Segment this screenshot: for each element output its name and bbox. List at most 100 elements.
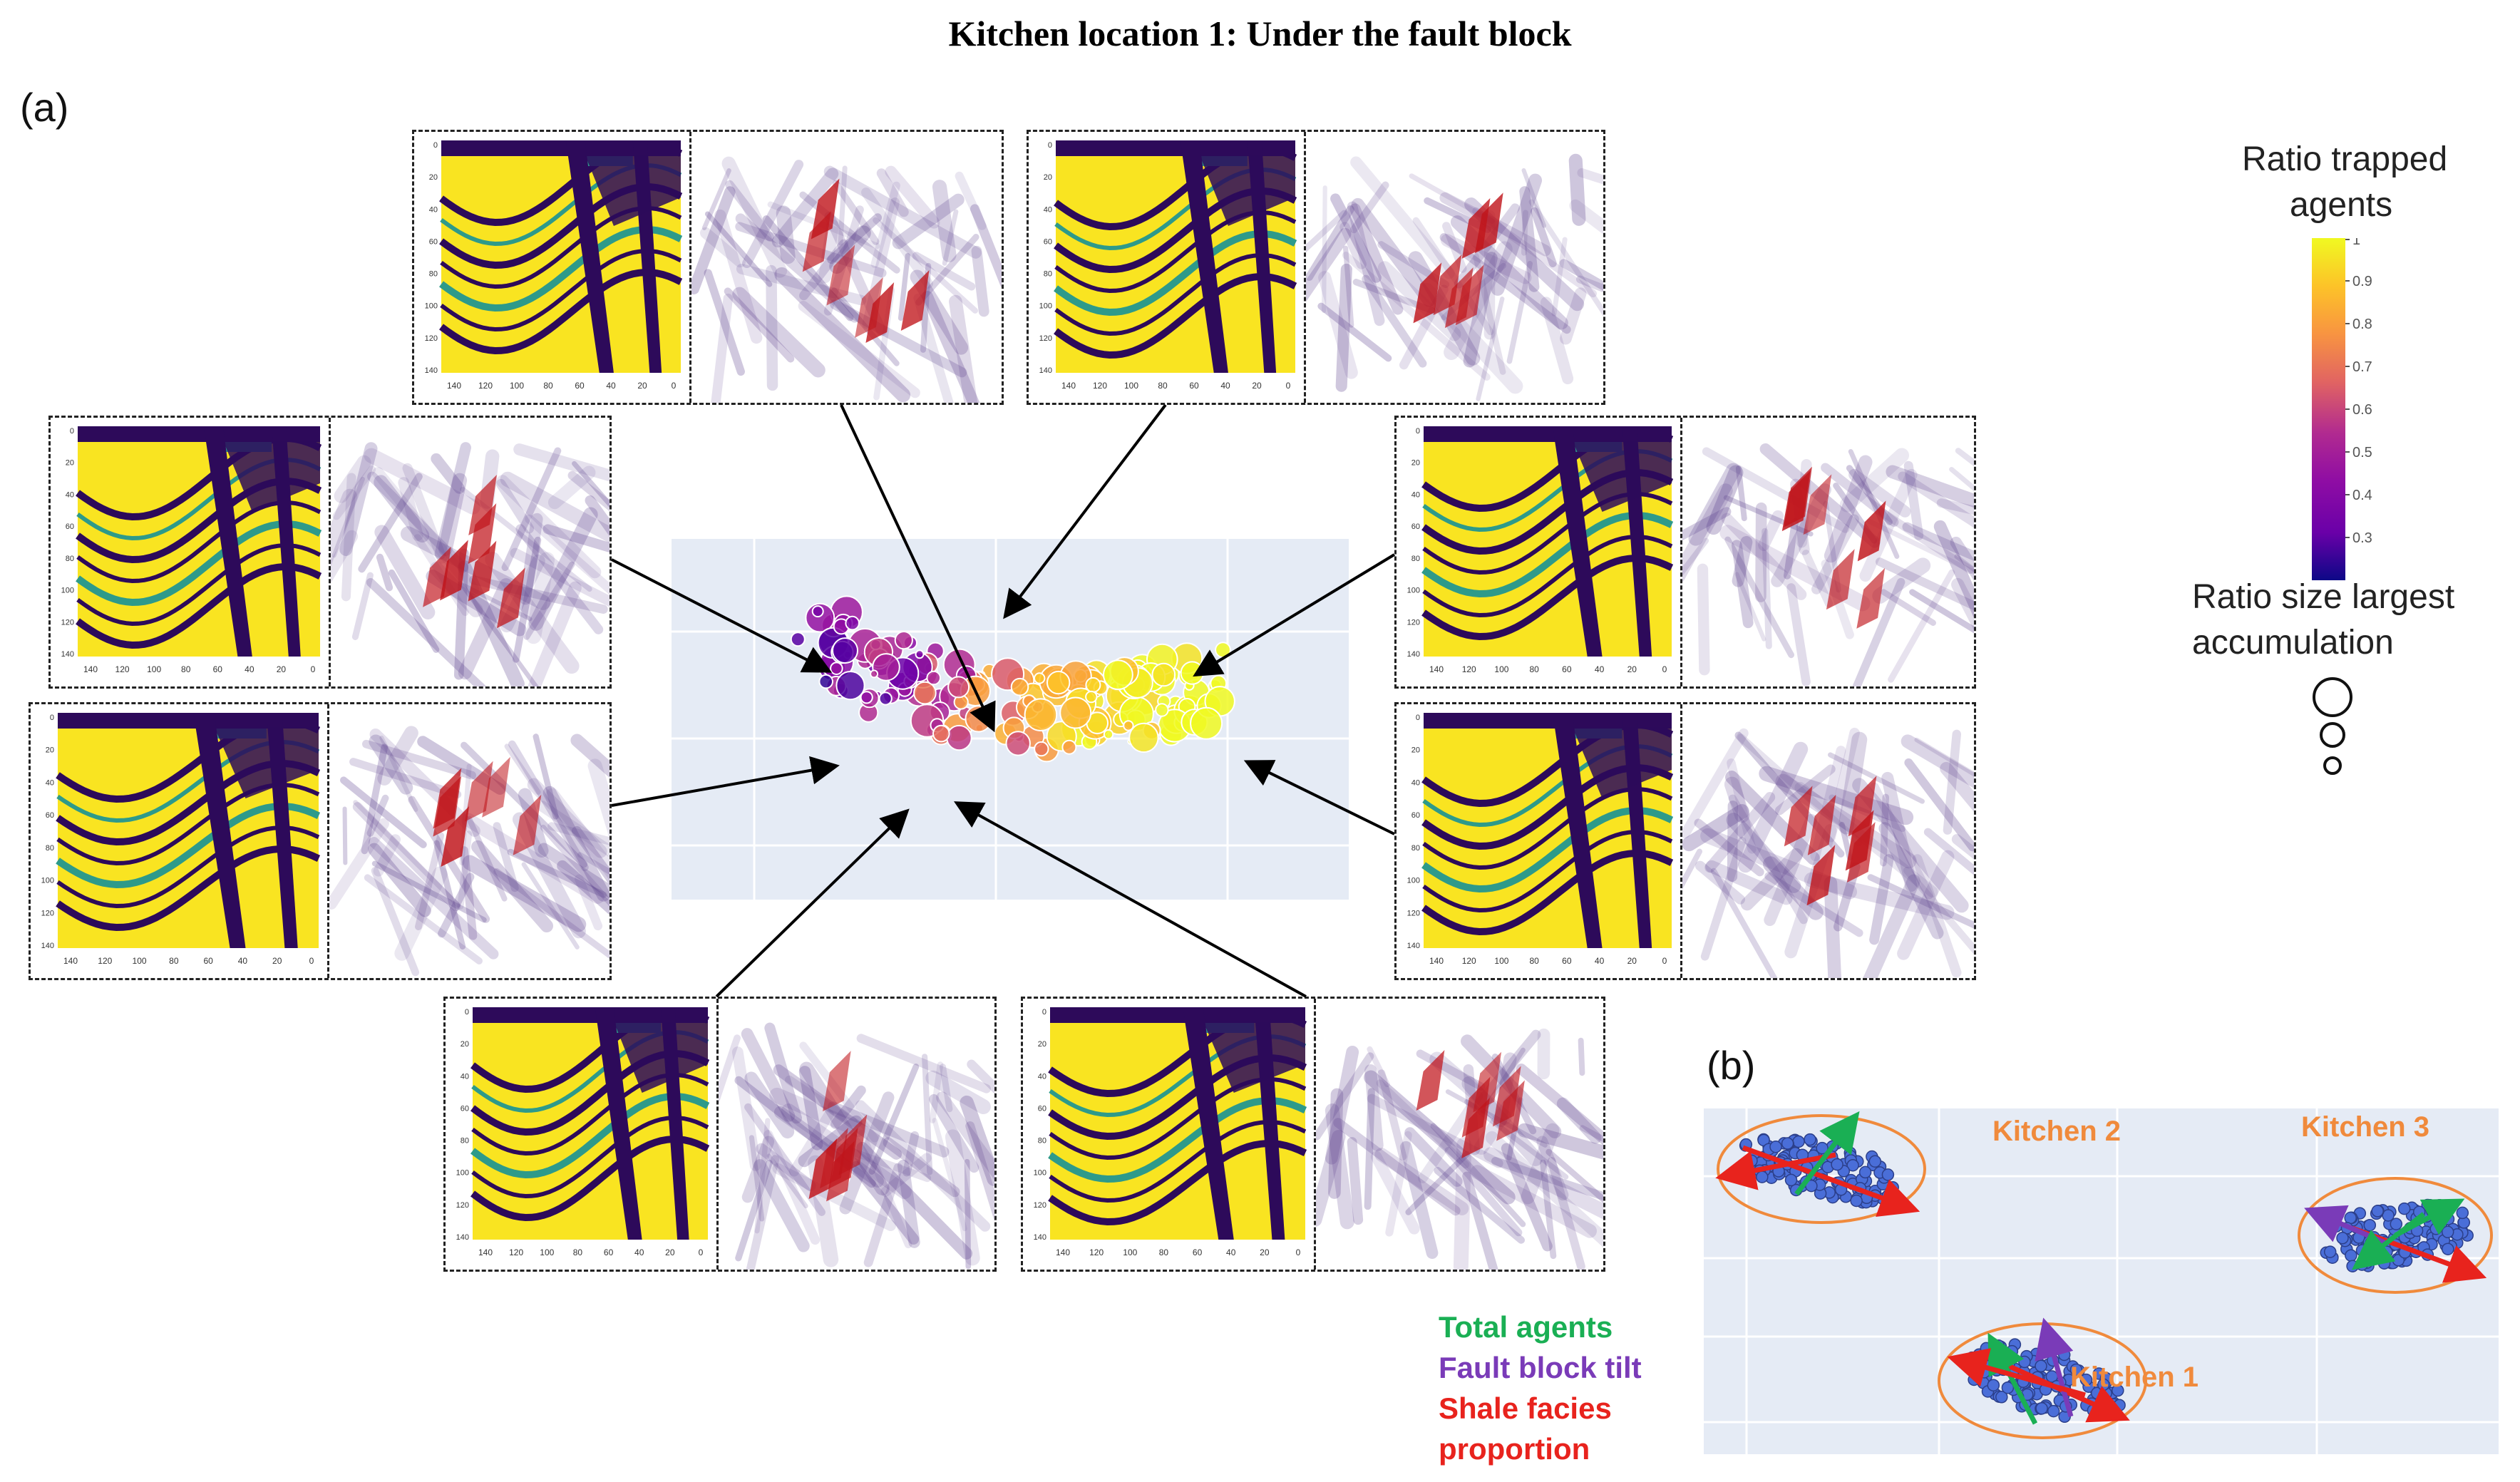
colorbar-tick-label: 0.7 xyxy=(2352,359,2372,375)
colorbar-title-line2: agents xyxy=(2290,186,2393,224)
connector-arrow xyxy=(715,808,910,998)
y-tick-label: 100 xyxy=(41,877,54,885)
y-tick-label: 0 xyxy=(50,714,54,722)
accumulation-render xyxy=(1304,132,1603,403)
kitchen-point xyxy=(2390,1218,2403,1230)
kitchen-point xyxy=(1831,1158,1843,1171)
scatter-point xyxy=(1005,731,1031,756)
x-tick-label: 20 xyxy=(637,381,647,391)
kitchen-point xyxy=(1781,1137,1794,1150)
colorbar-tick-label: 0.8 xyxy=(2352,317,2372,332)
x-tick-label: 120 xyxy=(478,381,493,391)
x-tick-label: 40 xyxy=(634,1247,644,1257)
y-tick-label: 120 xyxy=(456,1201,469,1210)
connector-arrow xyxy=(1193,553,1396,677)
x-tick-label: 120 xyxy=(1093,381,1107,391)
kitchen-3-label: Kitchen 3 xyxy=(2301,1111,2430,1143)
x-tick-label: 100 xyxy=(1123,1247,1137,1257)
kitchen-point xyxy=(1850,1194,1863,1208)
kitchen-point xyxy=(2363,1218,2377,1232)
y-tick-label: 80 xyxy=(1411,555,1420,563)
x-tick-label: 140 xyxy=(1056,1247,1070,1257)
x-tick-label: 40 xyxy=(238,956,248,966)
scatter-point xyxy=(1061,739,1077,755)
x-tick-label: 40 xyxy=(245,664,254,674)
x-tick-label: 80 xyxy=(1529,664,1539,674)
y-tick-label: 60 xyxy=(46,811,54,820)
colorbar-tick-label: 0.3 xyxy=(2352,530,2372,546)
x-tick-label: 0 xyxy=(699,1247,704,1257)
scatter-point xyxy=(1046,670,1071,695)
x-tick-label: 100 xyxy=(510,381,524,391)
x-tick-label: 100 xyxy=(133,956,147,966)
scatter-point xyxy=(1085,690,1098,704)
kitchens-panel: Kitchen 2 Kitchen 3 Kitchen 1 xyxy=(1704,1108,2499,1454)
x-tick-label: 80 xyxy=(1159,1247,1169,1257)
y-tick-label: 120 xyxy=(41,909,54,917)
kitchen-point xyxy=(2441,1225,2454,1239)
y-tick-label: 40 xyxy=(1411,778,1420,787)
kitchen-point xyxy=(2035,1402,2048,1415)
x-tick-label: 140 xyxy=(83,664,98,674)
y-tick-label: 0 xyxy=(465,1008,469,1017)
y-tick-label: 100 xyxy=(61,587,74,595)
size-legend-title-line1: Ratio size largest xyxy=(2192,578,2455,616)
scatter-point xyxy=(872,653,900,681)
x-tick-label: 80 xyxy=(1529,956,1539,966)
colorbar-title-line1: Ratio trapped xyxy=(2242,140,2448,178)
x-tick-label: 80 xyxy=(573,1247,583,1257)
size-legend-medium xyxy=(2320,722,2345,748)
scatter-point xyxy=(932,724,950,743)
panel-a-label: (a) xyxy=(20,85,69,130)
y-tick-label: 120 xyxy=(1407,618,1420,627)
y-tick-label: 80 xyxy=(461,1137,469,1146)
y-tick-label: 100 xyxy=(1407,877,1420,885)
kitchen-point xyxy=(1756,1170,1769,1183)
kitchen-point xyxy=(2336,1232,2349,1245)
kitchen-point xyxy=(2442,1242,2454,1255)
kitchen-point xyxy=(1881,1168,1895,1181)
x-tick-label: 100 xyxy=(1494,664,1508,674)
x-tick-label: 100 xyxy=(1494,956,1508,966)
y-tick-label: 100 xyxy=(456,1169,469,1178)
x-tick-label: 0 xyxy=(311,664,316,674)
kitchen-point xyxy=(1804,1133,1816,1146)
scatter-point xyxy=(845,615,860,631)
x-tick-label: 120 xyxy=(1462,956,1476,966)
kitchen-point xyxy=(1868,1155,1882,1168)
kitchen-point xyxy=(2377,1257,2391,1270)
y-tick-label: 80 xyxy=(1044,270,1052,279)
y-tick-label: 20 xyxy=(461,1040,469,1049)
kitchen-point xyxy=(2456,1206,2469,1220)
x-tick-label: 100 xyxy=(540,1247,554,1257)
x-tick-label: 0 xyxy=(672,381,677,391)
y-tick-label: 60 xyxy=(1044,237,1052,246)
y-tick-label: 60 xyxy=(66,523,74,531)
kitchen-point xyxy=(1784,1173,1798,1187)
y-tick-label: 80 xyxy=(1038,1137,1046,1146)
x-tick-label: 60 xyxy=(213,664,223,674)
x-tick-label: 80 xyxy=(169,956,179,966)
y-tick-label: 140 xyxy=(1407,650,1420,659)
kitchen-point xyxy=(1846,1158,1859,1172)
y-tick-label: 40 xyxy=(46,778,54,787)
y-tick-label: 60 xyxy=(429,237,438,246)
scatter-point xyxy=(913,681,937,705)
x-tick-label: 20 xyxy=(1627,956,1637,966)
x-tick-label: 0 xyxy=(1662,664,1667,674)
scatter-point xyxy=(1034,741,1049,757)
scatter-point xyxy=(1151,662,1176,687)
connector-arrow xyxy=(1243,760,1395,835)
x-tick-label: 60 xyxy=(1193,1247,1203,1257)
scatter-point xyxy=(926,670,942,686)
kitchen-point xyxy=(1995,1391,2008,1404)
y-tick-label: 80 xyxy=(1411,844,1420,853)
kitchen-point xyxy=(1769,1140,1782,1153)
y-tick-label: 100 xyxy=(1039,302,1052,311)
x-tick-label: 0 xyxy=(1662,956,1667,966)
